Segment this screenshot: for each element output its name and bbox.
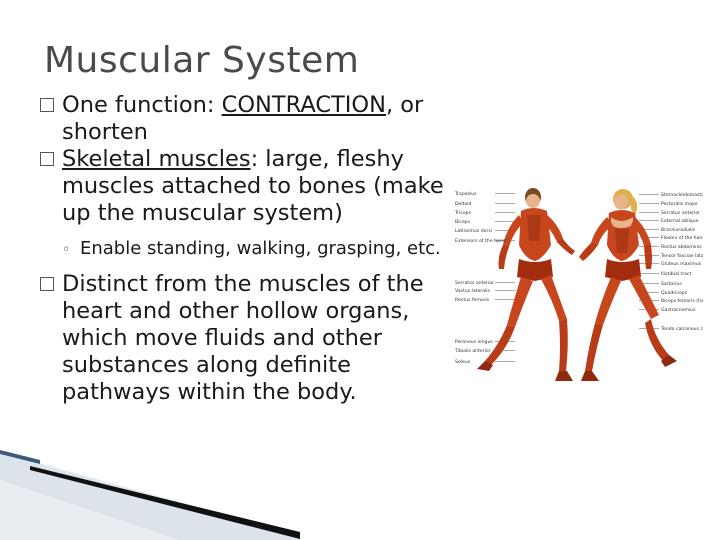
decorative-swoosh: [0, 450, 300, 540]
figure-label-left: Triceps: [455, 210, 472, 216]
bullet-text-part: : large, fleshy muscles attached to bone…: [62, 146, 444, 226]
figure-label-right: Sternocleidomastoid: [661, 192, 703, 198]
figure-label-left: Tibialis anterior: [455, 348, 491, 354]
figure-label-right: Biceps femoris (hamstring): [661, 298, 703, 304]
figure-label-right: Gluteus maximus: [661, 261, 702, 267]
figure-label-right: Serratus anterior: [661, 210, 700, 216]
figure-label-right: Tendo calcaneus (achilles tendon): [660, 326, 703, 332]
slide-title: Muscular System: [44, 40, 360, 81]
circle-bullet-icon: ◦: [62, 242, 71, 258]
figure-label-left: Extensors of the hand: [455, 238, 506, 244]
bullet-text-part-underlined: Skeletal muscles: [62, 146, 251, 172]
figure-label-left: Rectus femoris: [455, 297, 490, 303]
figure-label-right: Quadriceps: [661, 290, 688, 296]
bullet-text-part-underlined: CONTRACTION: [221, 92, 386, 118]
right-label-list: SternocleidomastoidPectoralis majorSerra…: [660, 192, 703, 332]
figure-label-right: Tensor fasciae latae: [660, 253, 703, 259]
bullet-function: One function: CONTRACTION, or shorten: [40, 92, 445, 146]
figure-label-right: Flexors of the hand: [661, 235, 703, 241]
figure-label-left: Serratus anterior: [455, 280, 494, 286]
figure-label-right: Gastrocnemius: [661, 307, 696, 313]
figure-label-right: Brachioradialis: [661, 227, 696, 233]
figure-label-left: Biceps: [455, 219, 471, 225]
figure-label-left: Latissimus dorsi: [455, 228, 492, 234]
figure-label-left: Deltoid: [455, 201, 472, 207]
square-bullet-icon: [40, 98, 54, 112]
figure-label-left: Vastus lateralis: [455, 288, 491, 294]
figure-label-right: Iliotibial tract: [661, 271, 692, 277]
bullet-text-part: , or shorten: [62, 92, 424, 145]
bullet-skeletal-muscles: Skeletal muscles: large, fleshy muscles …: [40, 146, 445, 227]
figure-label-left: Peroneus longus: [455, 339, 493, 345]
sub-bullet-text: Enable standing, walking, grasping, etc.: [80, 238, 441, 259]
muscle-anatomy-illustration: TrapeziusDeltoidTricepsBicepsLatissimus …: [455, 188, 703, 381]
bullet-text: Distinct from the muscles of the heart a…: [62, 271, 424, 405]
left-label-list: TrapeziusDeltoidTricepsBicepsLatissimus …: [455, 191, 506, 365]
figure-label-right: Pectoralis major: [661, 201, 698, 207]
figure-label-right: External oblique: [661, 218, 699, 224]
bullet-distinct: Distinct from the muscles of the heart a…: [40, 271, 445, 406]
square-bullet-icon: [40, 152, 54, 166]
female-runner-figure: [579, 189, 677, 381]
figure-label-left: Soleus: [455, 359, 471, 365]
square-bullet-icon: [40, 277, 54, 291]
bullet-text-part: One function:: [62, 92, 222, 118]
figure-label-left: Trapezius: [455, 191, 477, 197]
sub-bullet: ◦ Enable standing, walking, grasping, et…: [40, 238, 445, 260]
figure-label-right: Sartorius: [661, 281, 682, 287]
male-runner-figure: [477, 188, 575, 381]
slide-body: One function: CONTRACTION, or shorten Sk…: [40, 92, 445, 406]
figure-label-right: Rectus abdominis: [661, 244, 702, 250]
